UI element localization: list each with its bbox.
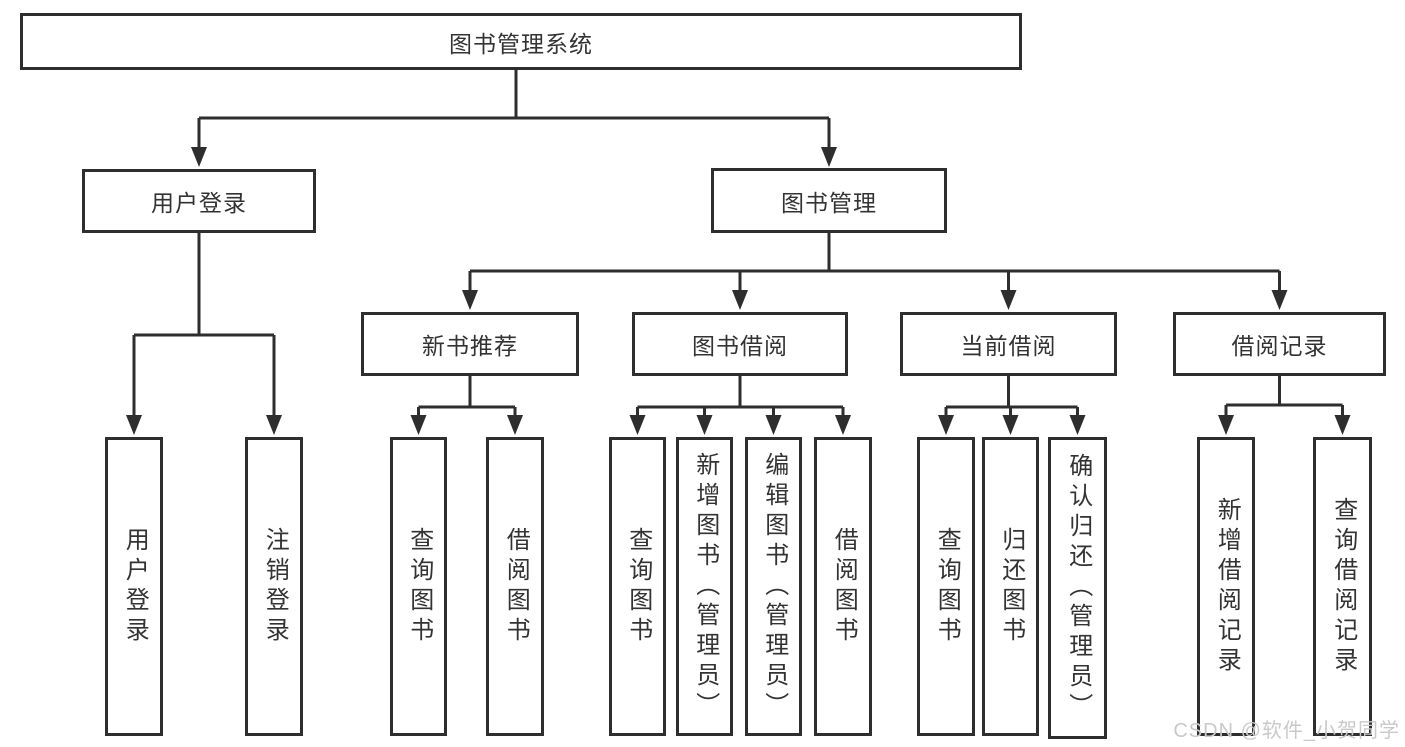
leaf-bb-borrow-books: 借阅图书 (814, 437, 872, 736)
arrowhead-icons (126, 147, 1351, 435)
node-user-login-label: 用户登录 (151, 190, 247, 216)
leaf-bb-edit-books-admin: 编辑图书（管理员） (745, 437, 802, 736)
leaf-rec-add-record: 新增借阅记录 (1197, 437, 1255, 736)
node-book-management-label: 图书管理 (781, 189, 877, 216)
leaf-nb-borrow-books: 借阅图书 (486, 437, 544, 736)
leaf-cb-return-books: 归还图书 (982, 437, 1039, 736)
node-book-borrow: 图书借阅 (632, 312, 848, 376)
leaf-rec-query-record: 查询借阅记录 (1313, 437, 1372, 736)
node-root: 图书管理系统 (20, 13, 1022, 70)
leaf-cb-confirm-return-admin: 确认归还（管理员） (1048, 437, 1107, 739)
leaf-rec-query-record-label: 查询借阅记录 (1329, 496, 1357, 677)
leaf-rec-add-record-label: 新增借阅记录 (1213, 496, 1241, 677)
node-borrow-records: 借阅记录 (1173, 312, 1386, 376)
node-new-book-recommend-label: 新书推荐 (422, 333, 518, 359)
node-user-login: 用户登录 (82, 169, 316, 233)
leaf-bb-edit-books-admin-label: 编辑图书（管理员） (760, 451, 788, 722)
node-new-book-recommend: 新书推荐 (361, 312, 579, 376)
leaf-bb-borrow-books-label: 借阅图书 (830, 526, 858, 647)
leaf-cb-query-books: 查询图书 (917, 437, 975, 736)
node-book-management: 图书管理 (711, 168, 947, 233)
leaf-nb-query-books: 查询图书 (390, 437, 447, 736)
leaf-bb-add-books-admin: 新增图书（管理员） (676, 437, 733, 736)
leaf-logout-label: 注销登录 (261, 526, 289, 647)
leaf-logout: 注销登录 (245, 437, 303, 736)
leaf-bb-query-books-label: 查询图书 (624, 526, 652, 647)
leaf-nb-query-books-label: 查询图书 (405, 526, 433, 647)
node-current-borrow-label: 当前借阅 (960, 333, 1057, 359)
node-current-borrow: 当前借阅 (900, 312, 1117, 376)
leaf-nb-borrow-books-label: 借阅图书 (502, 526, 530, 647)
leaf-cb-confirm-return-admin-label: 确认归还（管理员） (1064, 453, 1092, 723)
leaf-cb-query-books-label: 查询图书 (933, 526, 961, 647)
csdn-watermark: CSDN @软件_小贺同学 (1173, 720, 1400, 742)
node-book-borrow-label: 图书借阅 (692, 333, 788, 359)
leaf-user-login: 用户登录 (105, 437, 163, 736)
leaf-bb-add-books-admin-label: 新增图书（管理员） (691, 451, 719, 722)
node-root-label: 图书管理系统 (449, 30, 593, 57)
leaf-bb-query-books: 查询图书 (609, 437, 666, 736)
leaf-user-login-label: 用户登录 (121, 526, 149, 647)
leaf-cb-return-books-label: 归还图书 (997, 526, 1025, 647)
node-borrow-records-label: 借阅记录 (1231, 333, 1328, 359)
